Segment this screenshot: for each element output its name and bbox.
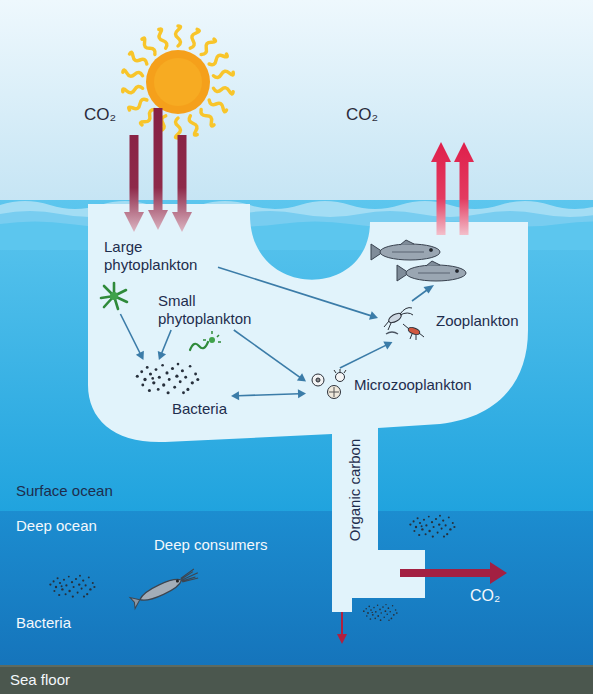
arrow-line bbox=[234, 330, 301, 378]
zone-label: Sea floor bbox=[10, 671, 70, 689]
label-slot: Deep consumers bbox=[154, 536, 267, 554]
node-text: Bacteria bbox=[172, 400, 227, 418]
deep-water bbox=[0, 511, 593, 667]
arrow-head bbox=[231, 391, 239, 400]
zone-label: Surface ocean bbox=[16, 482, 113, 500]
arrow-line bbox=[218, 267, 371, 316]
arrow-head bbox=[136, 351, 144, 360]
organism-group: Bacteria bbox=[128, 360, 231, 420]
node-text: Small phytoplankton bbox=[158, 292, 266, 328]
small-phytoplankton-icon bbox=[190, 331, 221, 350]
sky bbox=[0, 0, 593, 210]
label-slot: Deep ocean bbox=[16, 517, 97, 535]
arrow-line bbox=[162, 330, 172, 354]
organism-group: Large phytoplankton bbox=[96, 236, 218, 314]
microzooplankton-icon bbox=[312, 369, 346, 399]
label-slot: Bacteria bbox=[16, 614, 71, 632]
sinking-carbon-arrow bbox=[337, 612, 347, 644]
arrow-head bbox=[298, 389, 306, 398]
flow-arrow bbox=[231, 389, 306, 400]
node-text: Zooplankton bbox=[436, 312, 519, 330]
arrow-head bbox=[158, 351, 166, 360]
sea-floor bbox=[0, 665, 593, 694]
co2-label: CO₂ bbox=[470, 586, 500, 605]
large-phytoplankton-icon bbox=[101, 283, 127, 309]
group-label: Deep consumers bbox=[154, 536, 267, 554]
arrow-head bbox=[383, 342, 392, 350]
fish bbox=[371, 240, 466, 281]
arrow-line bbox=[120, 314, 140, 354]
arrow-line bbox=[340, 345, 386, 368]
label-slot: Surface ocean bbox=[16, 482, 113, 500]
co2-release-arrows bbox=[431, 142, 474, 235]
carbon-funnel bbox=[88, 204, 528, 612]
organism-group: Small phytoplankton bbox=[154, 290, 268, 330]
flow-arrow bbox=[340, 342, 393, 368]
node-text: Large phytoplankton bbox=[104, 238, 216, 274]
organism-group: Microzooplankton bbox=[306, 368, 476, 402]
deep-co2-arrow bbox=[400, 562, 507, 584]
flow-label: Organic carbon bbox=[346, 439, 364, 542]
arrow-head bbox=[369, 311, 378, 320]
zone-label: Deep ocean bbox=[16, 517, 97, 535]
node-text: Microzooplankton bbox=[354, 376, 472, 394]
sun bbox=[122, 26, 233, 138]
flow-arrow bbox=[234, 330, 306, 382]
organism-group: Zooplankton bbox=[378, 302, 523, 342]
label-slot: CO₂ bbox=[84, 105, 116, 125]
arrow-head bbox=[297, 373, 306, 381]
flow-arrow bbox=[120, 314, 143, 360]
feeding-arrow bbox=[412, 285, 434, 301]
deep-consumer-squid bbox=[130, 567, 200, 608]
label-slot: Organic carbon bbox=[346, 439, 364, 542]
zooplankton-icon bbox=[384, 308, 424, 340]
label-slot: Sea floor bbox=[10, 671, 70, 689]
co2-uptake-arrows bbox=[124, 108, 192, 232]
arrow-line bbox=[238, 394, 299, 396]
label-slot: CO₂ bbox=[346, 105, 378, 125]
co2-label: CO₂ bbox=[84, 105, 116, 125]
label-slot: CO₂ bbox=[470, 586, 500, 605]
co2-label: CO₂ bbox=[346, 105, 378, 125]
group-label: Bacteria bbox=[16, 614, 71, 632]
flow-arrow bbox=[158, 330, 171, 360]
